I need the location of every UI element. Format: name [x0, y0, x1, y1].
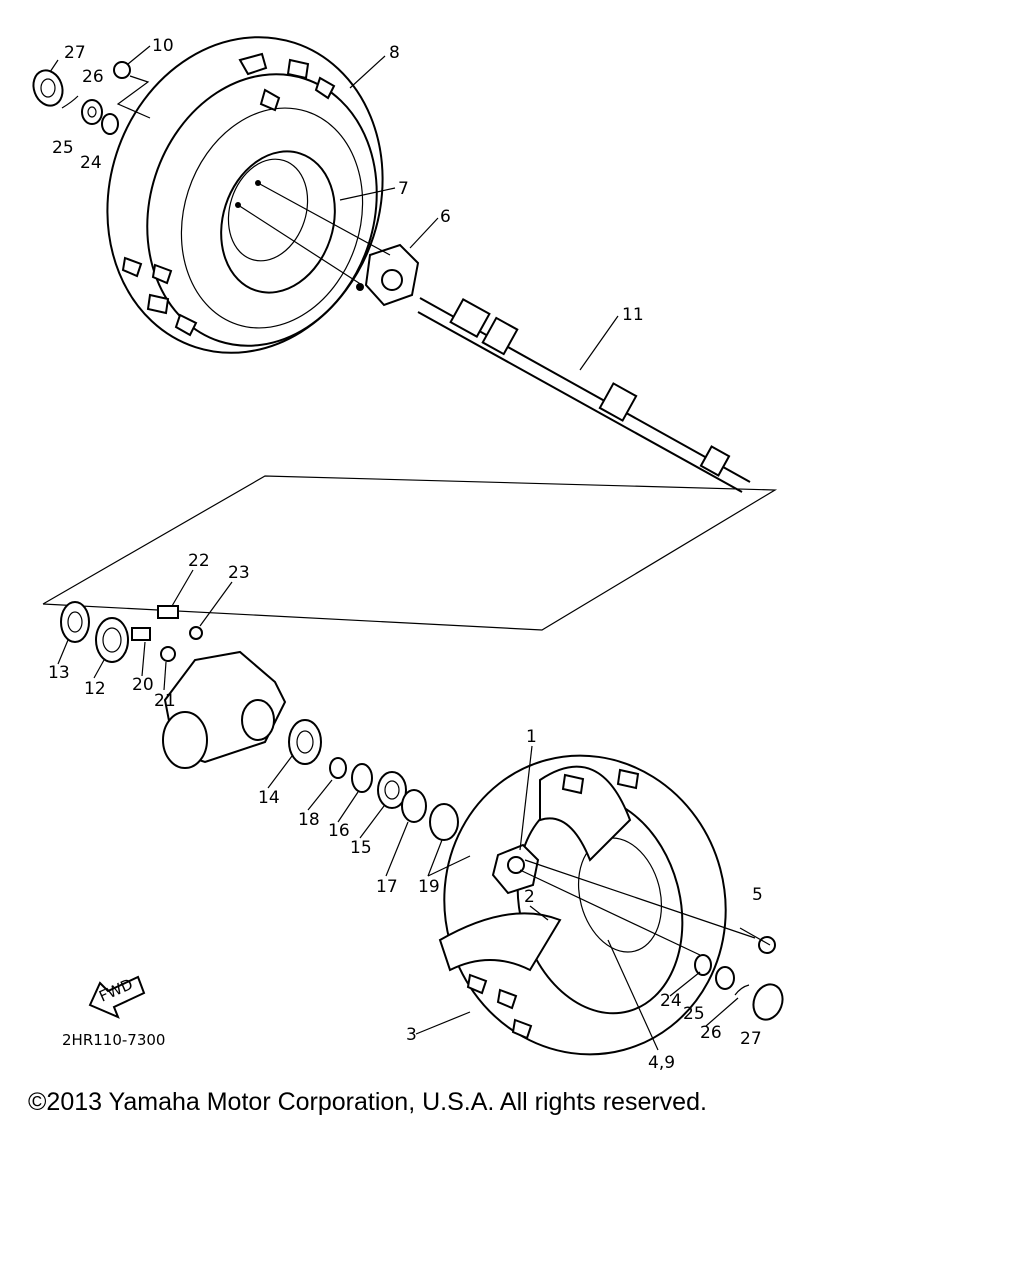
fwd-arrow-icon — [88, 975, 146, 1019]
upper-tire — [106, 36, 384, 354]
callout: 5 — [752, 885, 763, 905]
callout: 19 — [418, 877, 440, 897]
callout: 26 — [700, 1023, 722, 1043]
callout: 12 — [84, 679, 106, 699]
upper-left-hardware — [32, 61, 151, 135]
callout: 6 — [440, 207, 451, 227]
callout: 3 — [406, 1025, 417, 1045]
callout: 15 — [350, 838, 372, 858]
callout: 26 — [82, 67, 104, 87]
callout: 25 — [683, 1004, 705, 1024]
rear-axle — [417, 297, 751, 493]
leader-lines — [49, 45, 739, 1051]
callout: 4,9 — [648, 1053, 675, 1073]
lower-right-hardware — [694, 927, 784, 1021]
copyright-notice: ©2013 Yamaha Motor Corporation, U.S.A. A… — [28, 1088, 707, 1116]
callout: 22 — [188, 551, 210, 571]
callout: 21 — [154, 691, 176, 711]
callout: 1 — [526, 727, 537, 747]
callout: 16 — [328, 821, 350, 841]
callout: 13 — [48, 663, 70, 683]
callout: 27 — [740, 1029, 762, 1049]
callout: 7 — [398, 179, 409, 199]
callout: 24 — [80, 153, 102, 173]
callout: 23 — [228, 563, 250, 583]
callout: 20 — [132, 675, 154, 695]
lower-tire — [438, 754, 727, 1056]
exploded-parts-diagram: FWD 2HR110-7300 27 10 26 8 25 24 7 6 11 … — [32, 36, 784, 1073]
differential-group — [60, 601, 491, 859]
callouts: 27 10 26 8 25 24 7 6 11 22 23 13 12 20 2… — [48, 36, 763, 1073]
callout: 2 — [524, 887, 535, 907]
callout: 17 — [376, 877, 398, 897]
callout: 25 — [52, 138, 74, 158]
callout: 24 — [660, 991, 682, 1011]
callout: 27 — [64, 43, 86, 63]
callout: 18 — [298, 810, 320, 830]
callout: 14 — [258, 788, 280, 808]
callout: 11 — [622, 305, 644, 325]
callout: 8 — [389, 43, 400, 63]
diagram-code: 2HR110-7300 — [62, 1031, 165, 1049]
callout: 10 — [152, 36, 174, 56]
